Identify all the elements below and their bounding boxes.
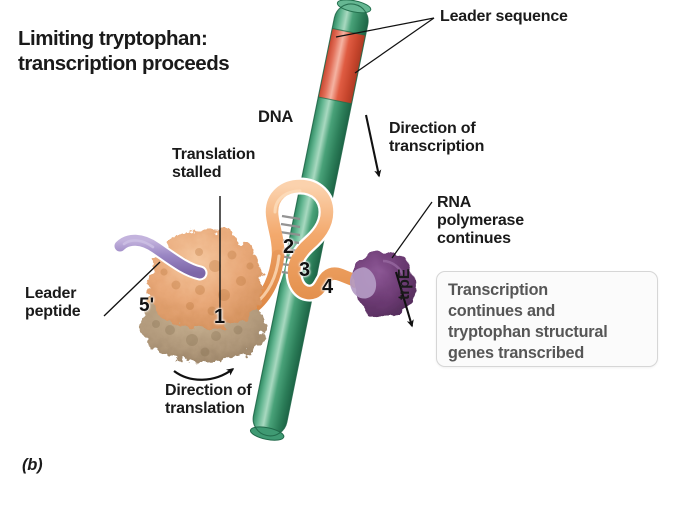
leader-sequence-segment xyxy=(318,28,366,104)
label-direction-of-transcription: Direction of transcription xyxy=(389,120,485,155)
mrna-region-4-label: 4 xyxy=(322,276,334,298)
leader-peptide-pointer xyxy=(103,261,161,317)
label-translation-stalled: Translation stalled xyxy=(172,146,256,181)
mrna-region-2-label: 2 xyxy=(283,236,295,258)
rna-polymerase-pointer xyxy=(391,201,433,259)
label-direction-of-translation: Direction of translation xyxy=(165,382,252,417)
rna-polymerase xyxy=(350,251,417,318)
label-dna: DNA xyxy=(258,108,294,126)
leader-peptide-chain xyxy=(112,232,208,281)
mrna-region-3-label: 3 xyxy=(299,259,311,281)
direction-of-translation-arrow xyxy=(173,368,235,381)
direction-of-transcription-arrow xyxy=(364,114,382,178)
label-trpe-gene: trpE xyxy=(396,268,413,300)
mrna-region-1-label: 1 xyxy=(214,306,226,328)
figure-title: Limiting tryptophan: transcription proce… xyxy=(18,27,230,75)
label-rna-polymerase-continues: RNA polymerase continues xyxy=(437,194,524,247)
rna-polymerase-subunit xyxy=(350,267,377,299)
label-leader-sequence: Leader sequence xyxy=(440,8,568,25)
label-leader-peptide: Leader peptide xyxy=(25,285,81,320)
callout-box: Transcription continues and tryptophan s… xyxy=(436,271,658,367)
trpe-transcription-arrow xyxy=(394,271,414,328)
mrna-five-prime-label: 5' xyxy=(139,295,155,316)
ribosome-large-subunit xyxy=(148,228,263,329)
leader-sequence-pointer xyxy=(335,17,435,74)
panel-letter: (b) xyxy=(22,456,43,474)
